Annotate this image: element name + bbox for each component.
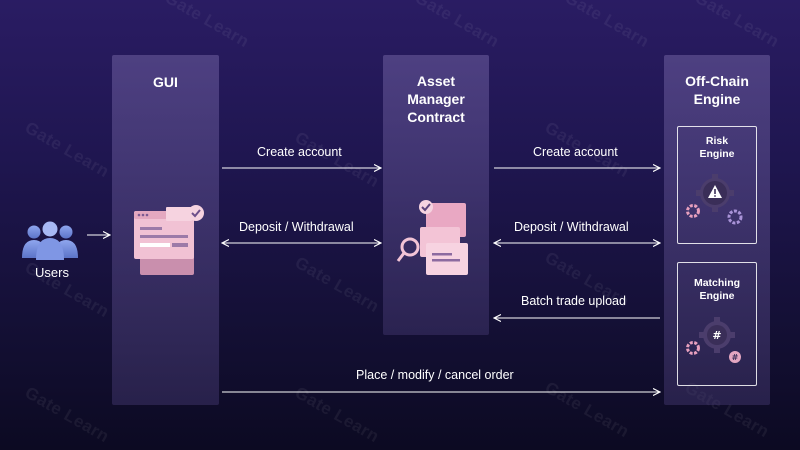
- label-place-modify-cancel: Place / modify / cancel order: [356, 368, 514, 382]
- label-am-create-account: Create account: [533, 145, 618, 159]
- documents-search-icon: [396, 200, 468, 275]
- asset-manager-title: Asset Manager Contract: [407, 73, 465, 125]
- gear-warning-icon: [686, 174, 743, 225]
- svg-text:#: #: [732, 353, 739, 362]
- svg-text:#: #: [712, 329, 721, 342]
- gui-window-icon: [134, 205, 204, 275]
- risk-engine-title: Risk Engine: [699, 135, 735, 160]
- label-am-deposit-withdrawal: Deposit / Withdrawal: [514, 220, 629, 234]
- asset-manager-column: Asset Manager Contract: [383, 55, 489, 335]
- risk-engine-box: Risk Engine: [677, 126, 757, 244]
- label-gui-deposit-withdrawal: Deposit / Withdrawal: [239, 220, 354, 234]
- users-label: Users: [35, 265, 69, 280]
- matching-engine-box: Matching Engine # #: [677, 262, 757, 386]
- label-batch-trade-upload: Batch trade upload: [521, 294, 626, 308]
- gui-title: GUI: [153, 74, 178, 90]
- label-gui-create-account: Create account: [257, 145, 342, 159]
- gui-column: GUI: [112, 55, 219, 405]
- users-node: Users: [18, 218, 88, 288]
- off-chain-engine-title: Off-Chain Engine: [685, 73, 749, 107]
- gear-matching-icon: # #: [686, 317, 741, 363]
- matching-engine-title: Matching Engine: [693, 277, 741, 302]
- users-icon: [22, 221, 78, 260]
- off-chain-engine-column: Off-Chain Engine Risk Engine Matching En…: [664, 55, 770, 405]
